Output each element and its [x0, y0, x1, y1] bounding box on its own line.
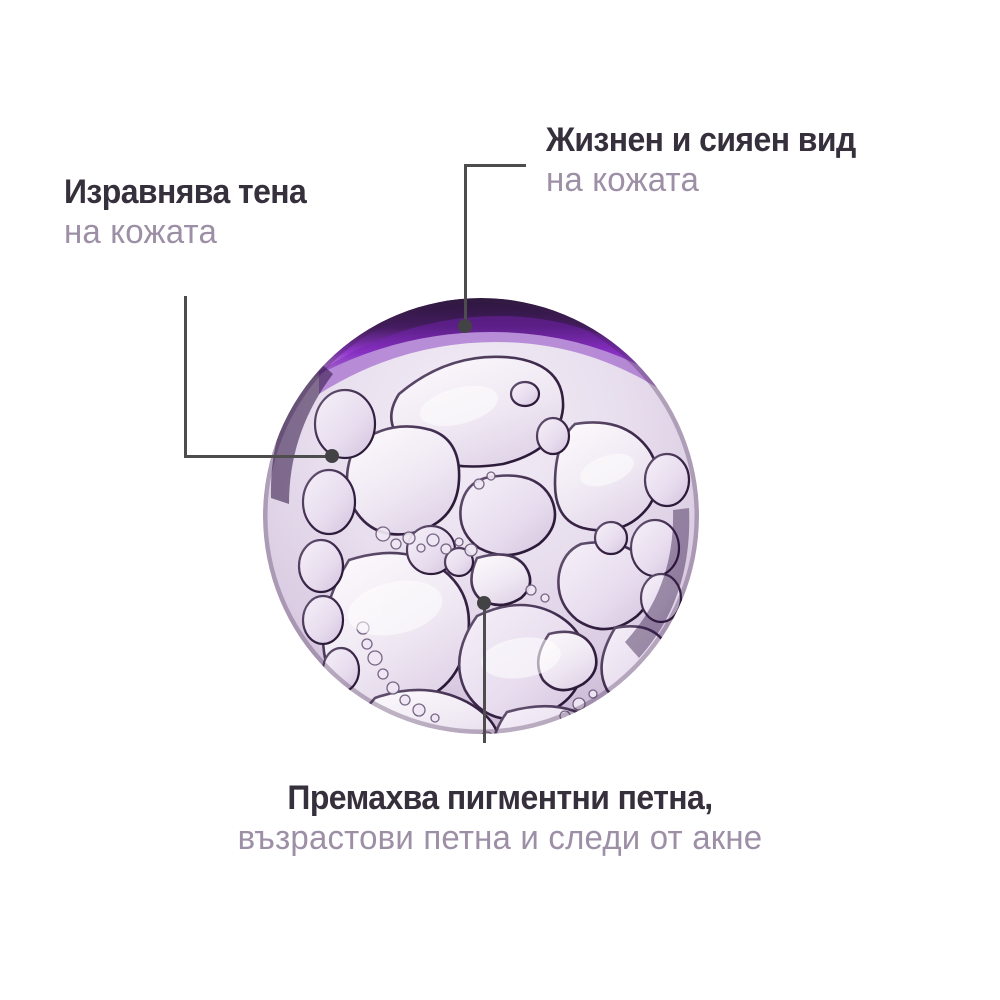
callout-left: Изравнява тена на кожата — [64, 172, 322, 252]
leader-dot-bottom — [477, 596, 491, 610]
leader-line-left-vertical — [184, 296, 187, 458]
leader-dot-top — [458, 319, 472, 333]
callout-left-headline: Изравнява тена — [64, 173, 307, 211]
callout-bottom: Премахва пигментни петна, възрастови пет… — [0, 778, 1000, 858]
leader-line-bottom-vertical — [483, 605, 486, 743]
callout-bottom-headline: Премахва пигментни петна, — [287, 779, 713, 817]
callout-left-subline: на кожата — [64, 213, 218, 251]
callout-top-right-subline: на кожата — [546, 161, 700, 199]
callout-bottom-subline: възрастови петна и следи от акне — [237, 819, 763, 857]
bubble-foam-image — [263, 298, 699, 734]
leader-line-top-horizontal — [464, 164, 526, 167]
callout-top-right-headline: Жизнен и сияен вид — [546, 121, 856, 159]
leader-dot-left — [325, 449, 339, 463]
callout-top-right: Жизнен и сияен вид на кожата — [546, 120, 875, 200]
leader-line-left-horizontal — [184, 455, 332, 458]
leader-line-top-vertical — [464, 164, 467, 326]
